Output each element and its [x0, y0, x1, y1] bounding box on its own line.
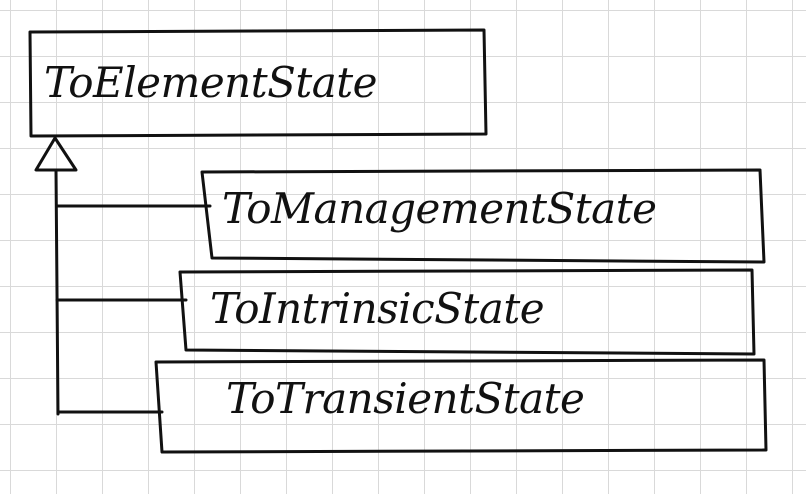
- subclass-label-management: ToManagementState: [222, 184, 657, 233]
- inheritance-trunk: [54, 168, 60, 416]
- subclass-box-transient: [154, 358, 768, 454]
- subclass-label-intrinsic: ToIntrinsicState: [210, 284, 545, 333]
- parent-class-label: ToElementState: [44, 58, 378, 107]
- inheritance-arrow: [34, 136, 78, 172]
- subclass-box-management: [200, 168, 766, 264]
- subclass-label-transient: ToTransientState: [226, 374, 585, 423]
- parent-class-box: [28, 28, 488, 138]
- subclass-box-intrinsic: [178, 268, 756, 356]
